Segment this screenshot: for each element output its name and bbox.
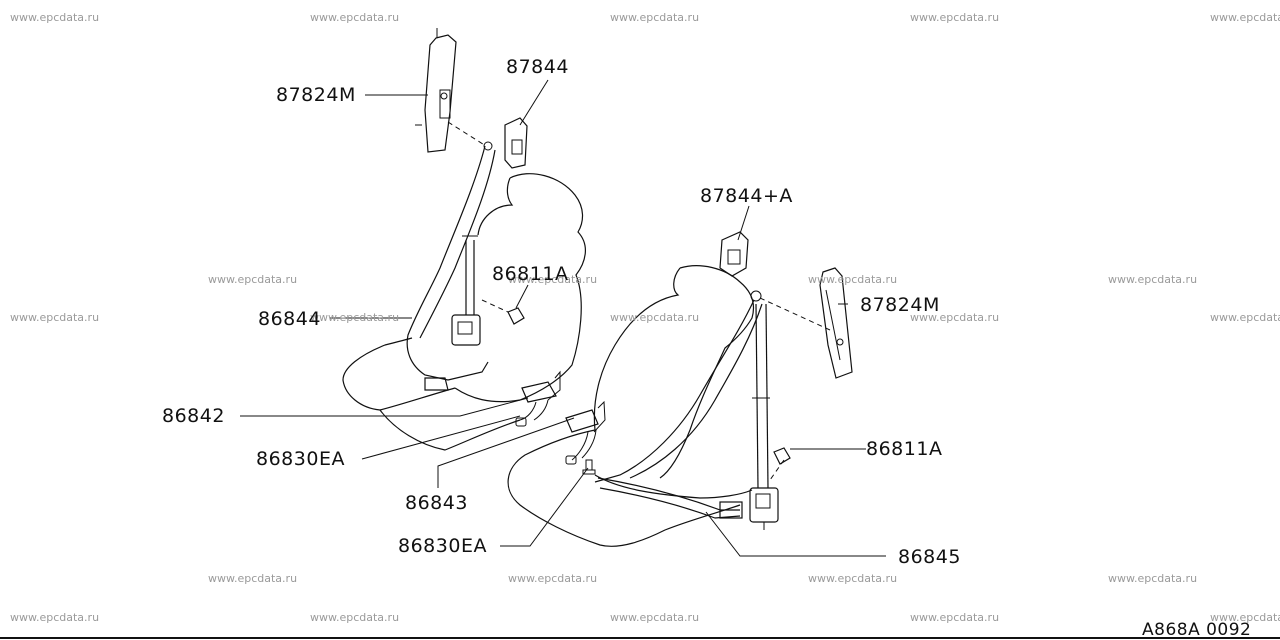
part-label-86811A-right[interactable]: 86811A xyxy=(866,438,943,460)
right-seat xyxy=(507,231,853,547)
watermark-text: www.epcdata.ru xyxy=(910,311,1000,324)
part-label-87844-a[interactable]: 87844+A xyxy=(700,185,793,207)
watermark-text: www.epcdata.ru xyxy=(808,572,898,585)
watermark-text: www.epcdata.ru xyxy=(610,11,700,24)
watermark-text: www.epcdata.ru xyxy=(808,273,898,286)
left-seat xyxy=(342,28,586,451)
watermark-text: www.epcdata.ru xyxy=(1108,572,1198,585)
watermark-text: www.epcdata.ru xyxy=(508,572,598,585)
watermark-text: www.epcdata.ru xyxy=(208,572,298,585)
part-label-86830EA-left[interactable]: 86830EA xyxy=(256,448,345,470)
watermark-text: www.epcdata.ru xyxy=(1210,311,1280,324)
watermark-text: www.epcdata.ru xyxy=(910,11,1000,24)
watermark-text: www.epcdata.ru xyxy=(310,311,400,324)
leader-lines xyxy=(240,79,886,557)
part-label-86845[interactable]: 86845 xyxy=(898,546,961,568)
part-label-86830EA-bottom[interactable]: 86830EA xyxy=(398,535,487,557)
watermark-text: www.epcdata.ru xyxy=(1210,11,1280,24)
watermark-text: www.epcdata.ru xyxy=(10,11,100,24)
watermark-text: www.epcdata.ru xyxy=(610,611,700,624)
watermark-text: www.epcdata.ru xyxy=(310,11,400,24)
watermark-text: www.epcdata.ru xyxy=(310,611,400,624)
watermark-text: www.epcdata.ru xyxy=(508,273,598,286)
part-label-87844[interactable]: 87844 xyxy=(506,56,569,78)
part-label-86842[interactable]: 86842 xyxy=(162,405,225,427)
diagram-reference-code: A868A 0092 xyxy=(1142,620,1252,640)
watermark-text: www.epcdata.ru xyxy=(10,311,100,324)
watermark-text: www.epcdata.ru xyxy=(208,273,298,286)
part-label-86811A-left[interactable]: 86811A xyxy=(492,263,569,285)
watermark-text: www.epcdata.ru xyxy=(1210,611,1280,624)
part-label-87824M-right[interactable]: 87824M xyxy=(860,294,940,316)
part-label-86844[interactable]: 86844 xyxy=(258,308,321,330)
part-label-86843[interactable]: 86843 xyxy=(405,492,468,514)
watermark-text: www.epcdata.ru xyxy=(10,611,100,624)
part-label-87824M-left[interactable]: 87824M xyxy=(276,84,356,106)
watermark-text: www.epcdata.ru xyxy=(1108,273,1198,286)
watermark-text: www.epcdata.ru xyxy=(610,311,700,324)
watermark-text: www.epcdata.ru xyxy=(910,611,1000,624)
